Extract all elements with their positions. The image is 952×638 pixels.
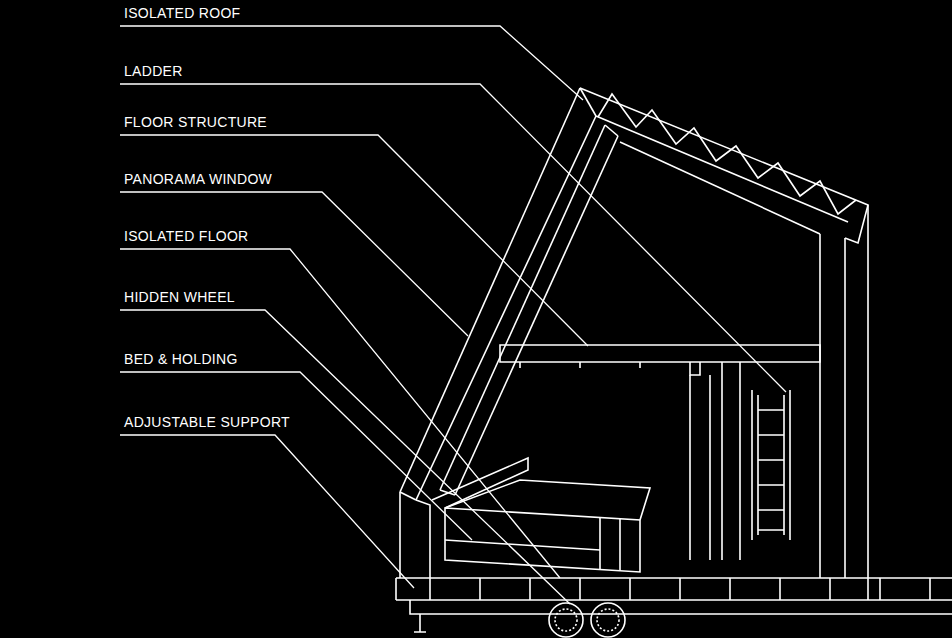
front-wall [400,492,416,500]
roof [596,116,848,222]
roof [580,88,596,116]
callout-label: BED & HOLDING [124,351,238,367]
isolated-floor [430,578,930,600]
hidden-wheel [555,609,577,631]
ladder [752,390,790,540]
isolated-floor [396,578,952,600]
roof [580,88,868,243]
roof [580,88,868,243]
panorama-window [440,125,605,490]
front-wall [399,492,401,578]
bed [445,508,640,572]
isolated-floor [410,600,952,614]
callout-label: ADJUSTABLE SUPPORT [124,414,290,430]
front-wall [400,88,596,578]
hidden-wheel [591,603,625,637]
leader-lines [120,192,468,336]
back-wall [819,234,821,578]
callout-label: LADDER [124,63,183,79]
ladder [752,390,790,540]
callout-label: HIDDEN WHEEL [124,289,235,305]
callout-label: PANORAMA WINDOW [124,171,272,187]
callout-label: ISOLATED ROOF [124,5,240,21]
bed [445,540,600,550]
front-wall [400,88,580,492]
isolated-floor [396,578,952,614]
back-wall [620,142,820,234]
panorama-window [605,125,618,136]
back-wall [620,142,868,600]
leader-lines [120,26,786,604]
front-wall [416,500,430,578]
loft-floor [722,362,740,560]
hidden-wheel [597,609,619,631]
leader-lines [120,249,560,578]
leader-lines [120,84,786,392]
bed [600,518,620,571]
back-wall [867,205,869,600]
hidden-wheel [549,603,583,637]
hidden-wheel [549,603,625,637]
leader-lines [120,310,570,604]
roof [598,94,856,214]
leader-lines [120,372,472,540]
loft-floor [690,375,710,560]
adjustable-support [414,614,426,632]
callout-label: FLOOR STRUCTURE [124,114,267,130]
leader-lines [120,26,583,100]
callout-label: ISOLATED FLOOR [124,228,249,244]
leader-lines [120,135,588,346]
panorama-window [440,125,618,495]
panorama-window [455,136,618,495]
leader-lines [120,435,414,588]
loft-floor [500,345,820,362]
ladder [758,410,784,530]
adjustable-support [414,614,426,632]
loft-floor [520,362,700,375]
back-wall [844,238,846,578]
